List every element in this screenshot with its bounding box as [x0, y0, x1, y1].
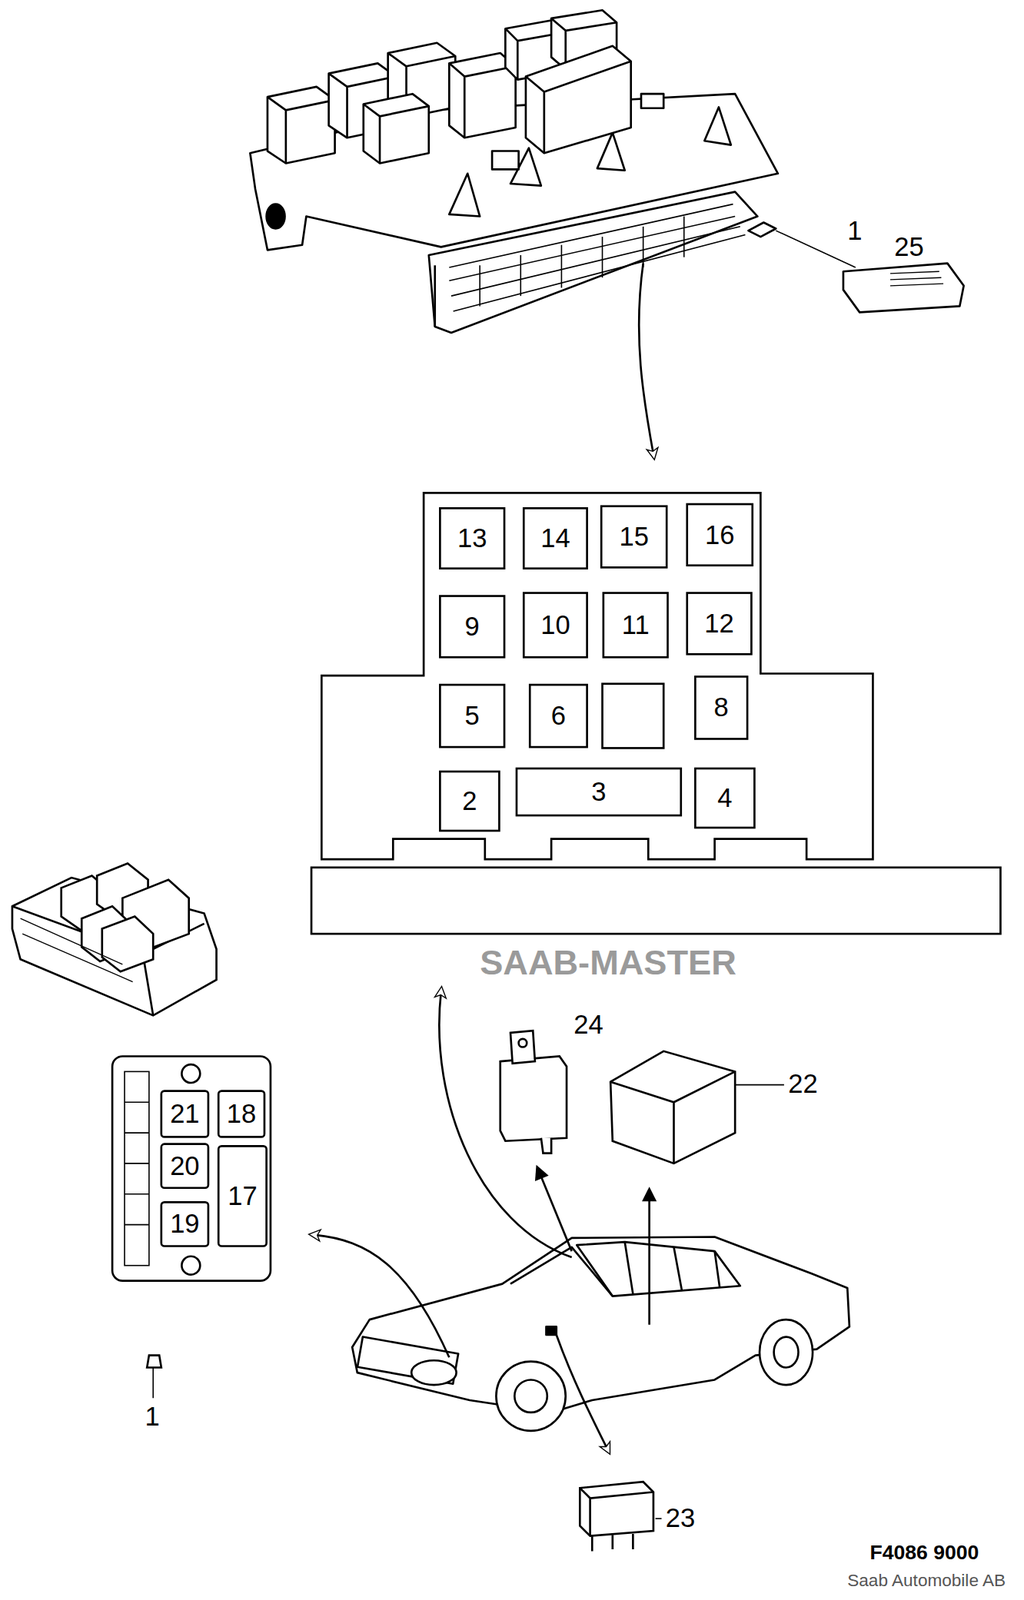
position-number: 8 [714, 693, 729, 723]
relay-position-box: 18 [217, 1090, 266, 1138]
position-number: 3 [591, 777, 606, 808]
position-number: 10 [540, 610, 570, 640]
relay-position-box: 12 [685, 591, 752, 655]
callout-number: 1 [847, 216, 862, 247]
relay-position-box: 13 [438, 507, 506, 570]
relay-plan-outline [311, 492, 1001, 935]
callout-number: 22 [787, 1070, 818, 1100]
position-number: 16 [704, 520, 735, 550]
position-number: 2 [462, 786, 477, 816]
position-number: 12 [704, 608, 734, 639]
relay-position-box: 3 [515, 768, 682, 818]
position-number: 5 [465, 701, 480, 732]
relay-position-box: 20 [159, 1143, 210, 1190]
copyright-note: Saab Automobile AB [847, 1572, 1006, 1592]
position-number: 20 [169, 1151, 200, 1181]
position-number: 14 [540, 524, 570, 554]
callout-number: 24 [573, 1010, 603, 1041]
position-number: 9 [465, 611, 480, 642]
position-number: 21 [169, 1100, 200, 1130]
position-number: 17 [227, 1181, 257, 1211]
fuse-clip [843, 263, 965, 313]
relay-position-box: 21 [159, 1090, 210, 1138]
relay-position-box: 2 [438, 771, 501, 833]
callout-number: 25 [894, 232, 924, 263]
fuse-box-3d [12, 863, 217, 1016]
position-number: 4 [717, 784, 732, 814]
relay-position-box: 4 [694, 768, 756, 830]
relay-position-box: 10 [522, 591, 589, 659]
relay-position-box: 14 [522, 507, 589, 570]
position-number: 19 [169, 1210, 200, 1240]
relay-position-box: 15 [600, 505, 669, 569]
position-number: 13 [457, 524, 487, 554]
car [352, 1237, 850, 1432]
position-number: 18 [226, 1100, 256, 1130]
relay-position-box: 8 [694, 675, 749, 741]
watermark: SAAB-MASTER [479, 944, 737, 983]
relay-position-box: 9 [438, 595, 506, 659]
relay-position-box: 5 [438, 684, 506, 749]
callout-number: 23 [665, 1503, 695, 1533]
fuse-box-plan [112, 1056, 271, 1399]
figure-code: F4086 9000 [869, 1541, 979, 1564]
callout-number: 1 [145, 1403, 160, 1433]
relay-box-3d [249, 9, 964, 333]
relay-position-box: 11 [602, 591, 669, 659]
relay-position-box: 6 [528, 684, 589, 749]
location-arrows [314, 992, 650, 1450]
position-number: 11 [621, 610, 650, 640]
relay-position-box: 16 [685, 503, 754, 567]
position-number: 15 [618, 522, 649, 552]
relay-position-box: 17 [217, 1145, 268, 1248]
relay-position-box: 19 [159, 1201, 210, 1248]
position-number: 6 [551, 701, 566, 732]
